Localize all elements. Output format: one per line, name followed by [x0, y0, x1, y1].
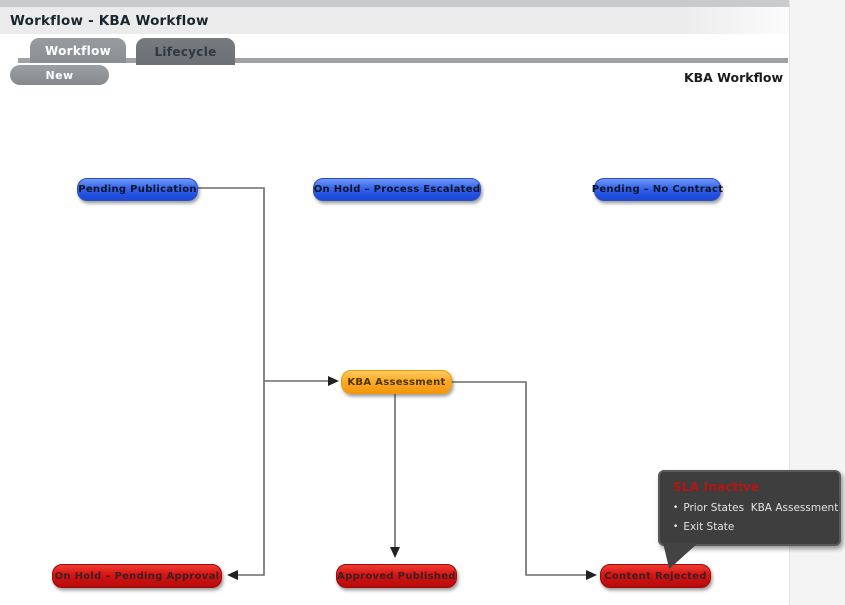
state-label: KBA Assessment: [347, 376, 446, 388]
arrowhead-into-approved-published: [390, 547, 400, 558]
bullet-icon: •: [673, 522, 679, 532]
new-button[interactable]: New: [10, 65, 109, 85]
page-title: Workflow - KBA Workflow: [10, 12, 209, 29]
workflow-state-pending-no-contract[interactable]: Pending – No Contract: [591, 178, 724, 201]
arrowhead-into-content-rejected: [586, 570, 597, 580]
tab-workflow-label: Workflow: [44, 43, 111, 58]
tab-lifecycle-label: Lifecycle: [154, 44, 217, 59]
top-strip: [0, 0, 789, 7]
sla-tooltip-title: SLA Inactive: [673, 480, 760, 494]
workflow-state-on-hold-pending-approval[interactable]: On Hold – Pending Approval: [52, 564, 222, 588]
state-label: Pending Publication: [78, 184, 197, 195]
bullet-icon: •: [673, 503, 679, 513]
title-bar: Workflow - KBA Workflow: [0, 7, 789, 34]
tab-lifecycle[interactable]: Lifecycle: [136, 38, 235, 65]
connector-kba-to-content-rejected: [450, 381, 588, 576]
workflow-state-content-rejected[interactable]: Content Rejected: [600, 564, 711, 588]
arrowhead-into-on-hold-pending-approval: [227, 570, 238, 580]
sla-tooltip-item-text: Exit State: [683, 521, 735, 533]
workflow-state-on-hold-process-escalated[interactable]: On Hold – Process Escalated: [313, 178, 481, 201]
state-label: On Hold – Process Escalated: [313, 184, 481, 195]
state-label: Approved Published: [337, 570, 456, 582]
state-label: On Hold – Pending Approval: [54, 570, 220, 582]
workflow-state-kba-assessment[interactable]: KBA Assessment: [341, 370, 452, 394]
connector-pending-publication: [196, 187, 265, 576]
sla-tooltip: SLA Inactive • Prior States KBA Assessme…: [658, 470, 841, 546]
sla-tooltip-item-text: Prior States KBA Assessment: [683, 502, 839, 514]
sla-tooltip-item: • Exit State: [673, 521, 839, 533]
workflow-state-approved-published[interactable]: Approved Published: [336, 564, 457, 588]
tab-underline-bar: [18, 58, 788, 63]
workflow-state-pending-publication[interactable]: Pending Publication: [77, 178, 198, 201]
diagram-title: KBA Workflow: [683, 70, 783, 85]
state-label: Pending – No Contract: [591, 184, 724, 195]
state-label: Content Rejected: [604, 570, 707, 582]
sla-tooltip-item: • Prior States KBA Assessment: [673, 502, 839, 514]
tab-workflow[interactable]: Workflow: [30, 38, 126, 63]
arrowhead-into-kba-assessment: [328, 376, 339, 386]
